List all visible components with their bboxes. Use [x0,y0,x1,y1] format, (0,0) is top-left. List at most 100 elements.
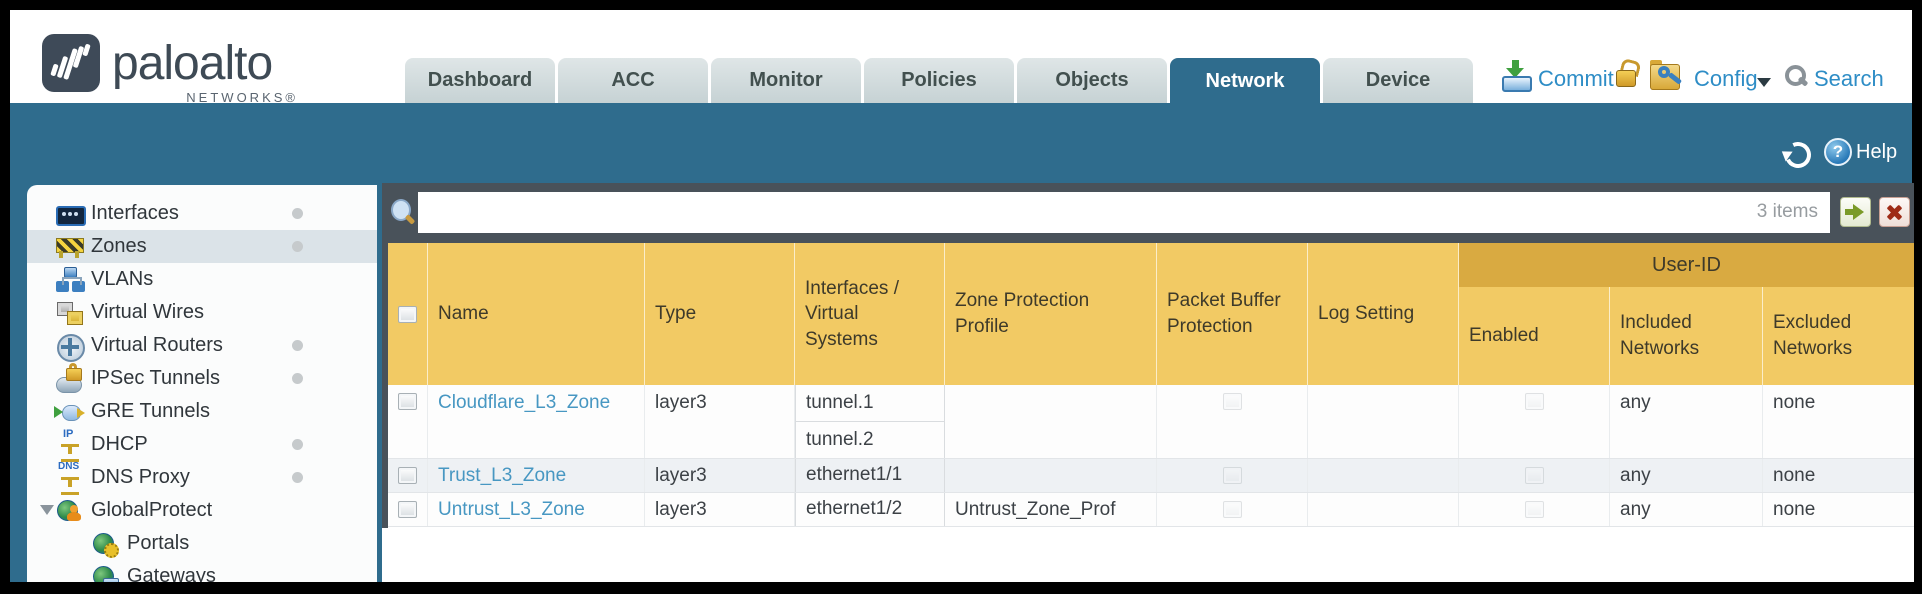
portals-icon [91,531,121,558]
user-id-group: User-ID Enabled Included Networks Exclud… [1459,243,1914,385]
zone-name-link[interactable]: Cloudflare_L3_Zone [438,392,611,413]
tab-device[interactable]: Device [1323,58,1473,103]
col-header-packet-buffer-protection[interactable]: Packet Buffer Protection [1157,243,1308,385]
sidebar-item-vlans[interactable]: VLANs [27,263,377,296]
col-header-log-setting[interactable]: Log Setting [1308,243,1459,385]
interfaces-icon [55,201,86,227]
sidebar-item-interfaces[interactable]: Interfaces [27,197,377,230]
ipsec-tunnels-icon [55,362,85,393]
status-dot [292,208,303,219]
refresh-icon[interactable] [1778,140,1809,166]
included-networks: any [1610,385,1763,458]
zone-protection-profile [945,459,1157,492]
filter-search-icon [389,198,419,228]
row-checkbox[interactable] [398,501,417,518]
col-header-excluded-networks[interactable]: Excluded Networks [1773,312,1853,359]
commit-button[interactable]: Commit [1538,66,1614,91]
packet-buffer-protection-checkbox[interactable] [1222,501,1242,518]
table-row: Trust_L3_Zone layer3 ethernet1/1 any non… [388,459,1914,493]
col-header-zone-protection-profile[interactable]: Zone Protection Profile [945,243,1157,385]
zone-protection-profile: Untrust_Zone_Prof [945,493,1157,526]
excluded-networks: none [1773,392,1816,413]
config-menu[interactable]: Config [1694,66,1758,91]
tab-objects[interactable]: Objects [1017,58,1167,103]
chevron-down-icon[interactable] [1757,78,1771,87]
filter-toolbar: 3 items [382,183,1914,243]
lock-icon[interactable] [1612,60,1640,94]
user-id-enabled-checkbox[interactable] [1524,393,1544,410]
included-networks: any [1610,493,1763,526]
log-setting [1308,493,1459,526]
tab-policies[interactable]: Policies [864,58,1014,103]
gre-tunnels-icon [54,399,85,425]
help-label[interactable]: Help [1856,141,1898,163]
sidebar-item-zones[interactable]: Zones [27,230,377,263]
zone-name-link[interactable]: Untrust_L3_Zone [438,499,585,520]
help-icon[interactable]: ? [1824,138,1852,166]
sidebar-item-gre-tunnels[interactable]: GRE Tunnels [27,395,377,428]
interface-item: ethernet1/1 [806,464,903,485]
interface-item: tunnel.2 [796,422,944,458]
zone-type: layer3 [645,493,795,526]
zone-type: layer3 [645,459,795,492]
status-dot [292,340,303,351]
zone-name-link[interactable]: Trust_L3_Zone [438,465,567,486]
col-header-enabled[interactable]: Enabled [1459,287,1610,385]
packet-buffer-protection-checkbox[interactable] [1222,393,1242,410]
sidebar-item-portals[interactable]: Portals [27,527,377,560]
sidebar-item-virtual-routers[interactable]: Virtual Routers [27,329,377,362]
col-header-name[interactable]: Name [428,243,645,385]
row-checkbox[interactable] [398,467,417,484]
zone-interfaces: ethernet1/2 [795,493,945,526]
zone-type: layer3 [645,385,795,458]
tab-acc[interactable]: ACC [558,58,708,103]
dhcp-icon [55,428,85,462]
sidebar-item-dhcp[interactable]: DHCP [27,428,377,462]
dns-proxy-icon [55,461,85,495]
table-header: Name Type Interfaces / Virtual Systems Z… [388,243,1914,385]
zone-protection-profile [945,385,1157,458]
excluded-networks: none [1773,465,1816,486]
log-setting [1308,459,1459,492]
sidebar-item-globalprotect[interactable]: GlobalProtect [27,494,377,527]
sidebar-item-dns-proxy[interactable]: DNS Proxy [27,461,377,495]
tab-network[interactable]: Network [1170,58,1320,104]
brand-subtitle: NETWORKS® [186,90,298,105]
sidebar: Interfaces Zones VLANs Virtual Wires Vir… [27,185,377,582]
config-icon [1650,58,1686,94]
filter-input[interactable] [418,192,1830,233]
zone-interfaces: ethernet1/1 [795,459,945,492]
zones-table: Name Type Interfaces / Virtual Systems Z… [388,243,1914,527]
status-dot [292,439,303,450]
sidebar-item-virtual-wires[interactable]: Virtual Wires [27,296,377,329]
sidebar-item-gateways[interactable]: Gateways [27,560,377,582]
col-header-interfaces[interactable]: Interfaces / Virtual Systems [795,243,945,385]
user-id-enabled-checkbox[interactable] [1524,501,1544,518]
col-header-included-networks[interactable]: Included Networks [1610,287,1763,385]
search-icon [1784,64,1810,90]
search-button[interactable]: Search [1814,66,1884,91]
gateways-icon [91,564,121,582]
select-all-checkbox[interactable] [398,305,417,323]
sidebar-item-ipsec-tunnels[interactable]: IPSec Tunnels [27,362,377,395]
tab-monitor[interactable]: Monitor [711,58,861,103]
clear-filter-button[interactable] [1879,197,1910,227]
virtual-routers-icon [55,333,85,362]
tab-dashboard[interactable]: Dashboard [405,58,555,103]
zone-interfaces: tunnel.1 tunnel.2 [795,385,945,458]
apply-filter-button[interactable] [1840,197,1871,227]
col-header-type[interactable]: Type [645,243,795,385]
row-checkbox[interactable] [398,393,417,410]
globalprotect-icon [55,498,85,524]
vlans-icon [55,266,85,293]
interface-item: ethernet1/2 [806,498,903,519]
excluded-networks: none [1773,499,1816,520]
commit-icon [1500,60,1532,94]
packet-buffer-protection-checkbox[interactable] [1222,467,1242,484]
collapse-triangle-icon[interactable] [40,505,54,515]
user-id-enabled-checkbox[interactable] [1524,467,1544,484]
status-dot [292,241,303,252]
table-row: Cloudflare_L3_Zone layer3 tunnel.1 tunne… [388,385,1914,459]
panel-left-edge [382,243,388,528]
